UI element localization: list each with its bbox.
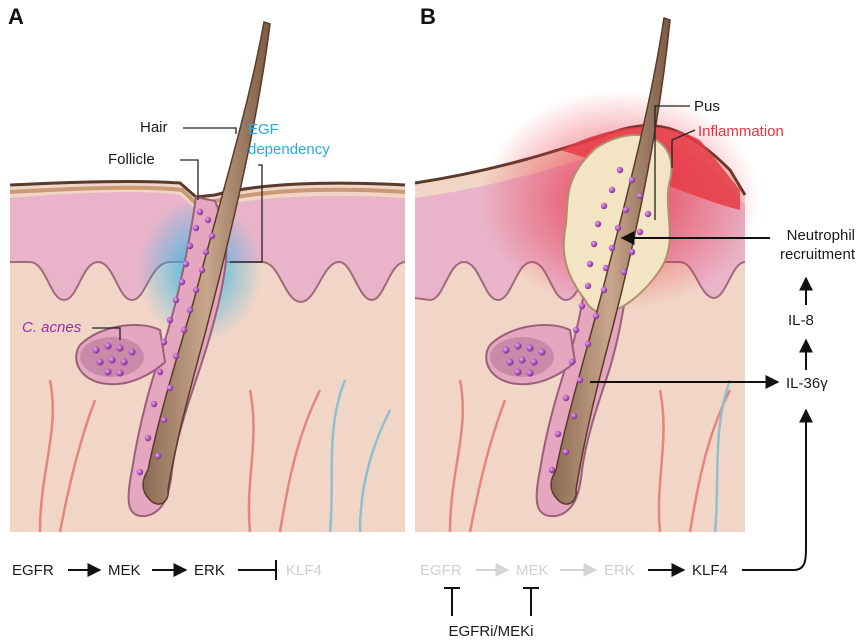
panel-a-letter: A xyxy=(8,4,24,29)
inflammation-label: Inflammation xyxy=(698,123,784,140)
pathway-b-mek: MEK xyxy=(516,562,549,579)
egf-label-line1: EGF xyxy=(248,121,279,138)
pathway-a-klf4: KLF4 xyxy=(286,562,322,579)
egf-label-line2: dependency xyxy=(248,141,330,158)
pathway-a-egfr: EGFR xyxy=(12,562,54,579)
follicle-label: Follicle xyxy=(108,151,155,168)
pathway-a: EGFR MEK ERK KLF4 xyxy=(12,560,322,580)
pathway-a-mek: MEK xyxy=(108,562,141,579)
c-acnes-label: C. acnes xyxy=(22,319,82,336)
neutrophil-label-line1: Neutrophil xyxy=(787,227,855,244)
panel-b-letter: B xyxy=(420,4,436,29)
neutrophil-label-line2: recruitment xyxy=(780,246,856,263)
pathway-b-erk: ERK xyxy=(604,562,635,579)
arrow-klf4-to-il36 xyxy=(742,410,806,570)
hair-label: Hair xyxy=(140,119,168,136)
inhibitor-label: EGFRi/MEKi xyxy=(448,623,533,640)
panel-a: A xyxy=(8,4,405,580)
pathway-b-klf4: KLF4 xyxy=(692,562,728,579)
pathway-a-erk: ERK xyxy=(194,562,225,579)
pus-label: Pus xyxy=(694,98,720,115)
il8-label: IL-8 xyxy=(788,312,814,329)
panel-b: B xyxy=(415,4,856,640)
il36-label: IL-36γ xyxy=(786,375,828,392)
pathway-b-egfr: EGFR xyxy=(420,562,462,579)
pathway-b: EGFR MEK ERK KLF4 EGFRi/MEKi xyxy=(420,562,728,640)
